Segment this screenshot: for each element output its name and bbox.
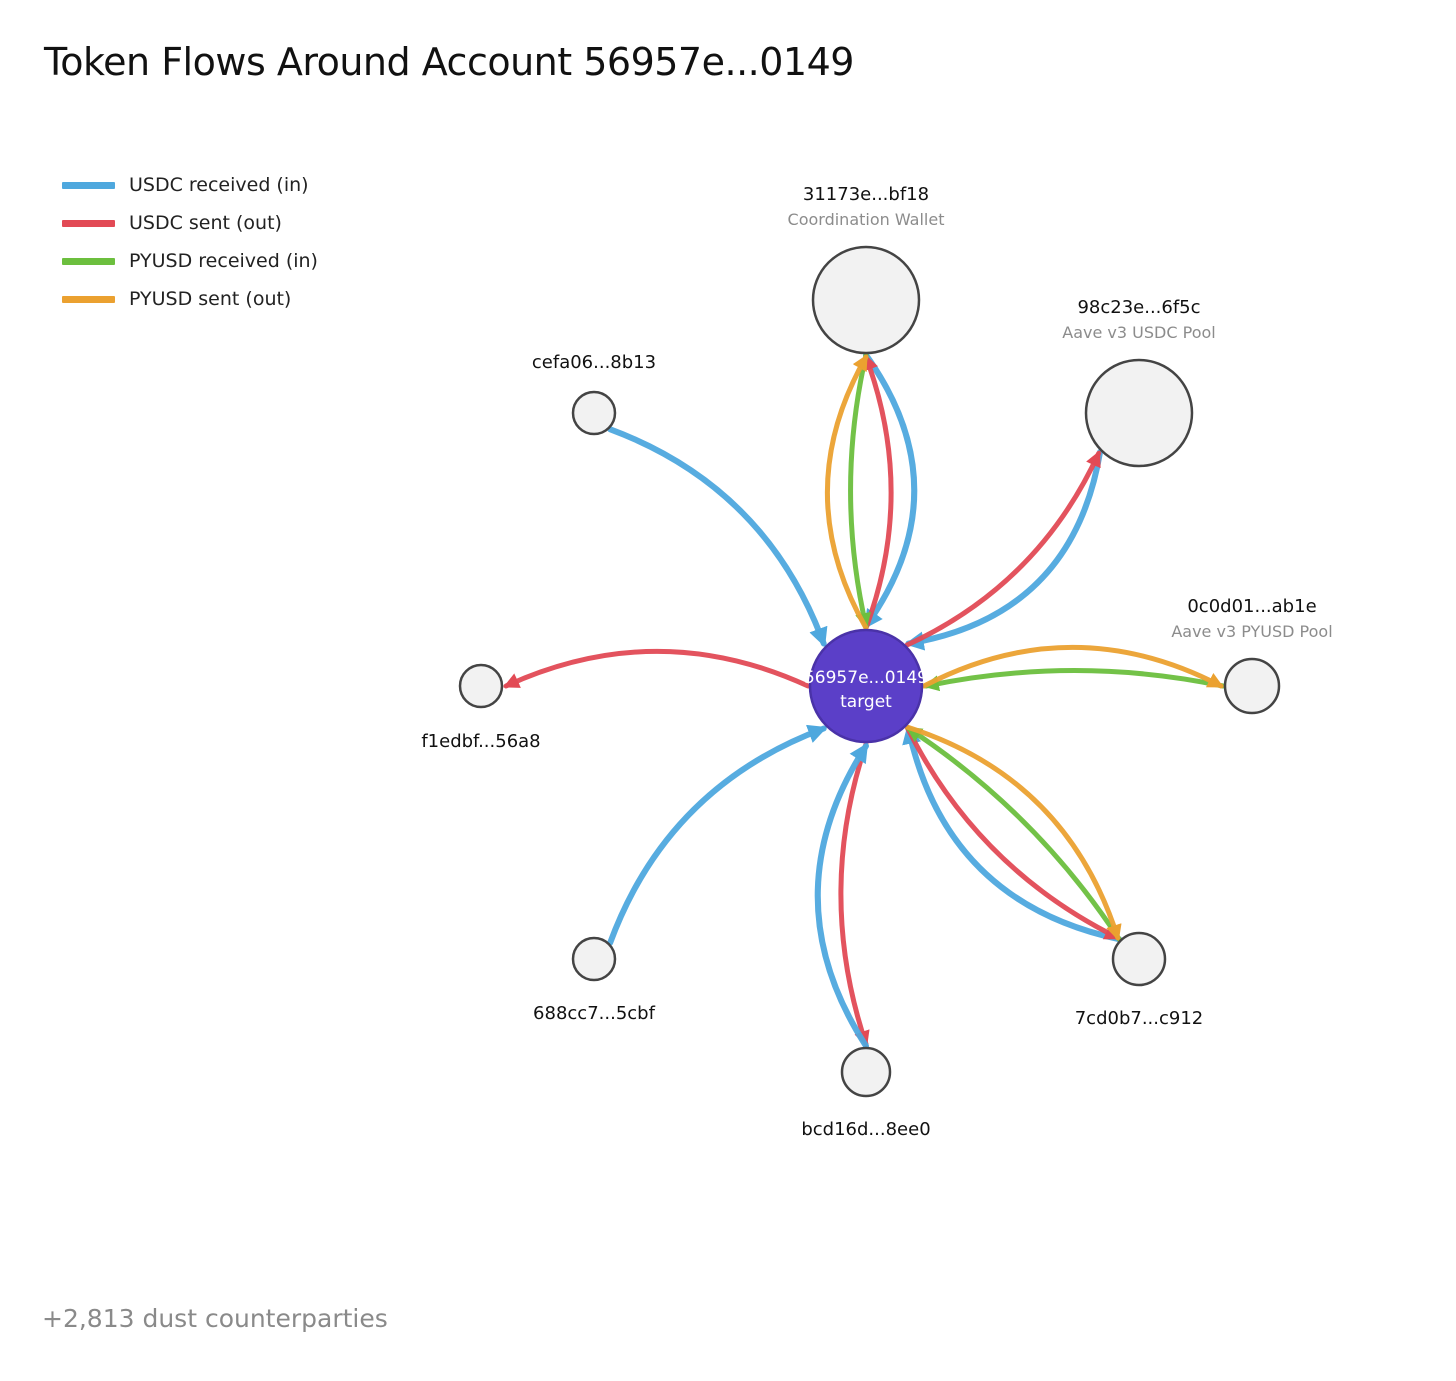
edge-n7cd0b-usdc_in: [902, 724, 1123, 943]
node-label: cefa06...8b13: [532, 352, 656, 373]
legend-item-usdc-in: USDC received (in): [62, 166, 318, 204]
legend-item-usdc-out: USDC sent (out): [62, 204, 318, 242]
edge-nbcd16-usdc_in: [814, 742, 869, 1049]
node-sublabel: Coordination Wallet: [788, 210, 945, 229]
node-label: f1edbf...56a8: [421, 731, 540, 752]
edge-n98c23-usdc_in: [904, 448, 1104, 651]
legend-label: USDC sent (out): [129, 212, 282, 234]
target-circle[interactable]: [808, 628, 924, 744]
legend-item-pyusd-out: PYUSD sent (out): [62, 280, 318, 318]
node-sublabel: Aave v3 PYUSD Pool: [1171, 622, 1332, 641]
counterparty-node-n7cd0b[interactable]: 7cd0b7...c912: [1075, 931, 1204, 1029]
node-label: 7cd0b7...c912: [1075, 1008, 1204, 1029]
legend-swatch-pyusd-out: [62, 295, 115, 303]
counterparty-node-nbcd16[interactable]: bcd16d...8ee0: [801, 1046, 931, 1140]
node-circle[interactable]: [571, 390, 617, 436]
legend-swatch-pyusd-in: [62, 257, 115, 265]
edge-layer: [503, 352, 1226, 1049]
edge-n0c0d0-pyusd_in: [922, 668, 1226, 692]
edge-n7cd0b-pyusd_in: [905, 725, 1122, 942]
node-circle[interactable]: [458, 663, 504, 709]
node-label: 31173e...bf18: [803, 184, 929, 205]
node-sublabel: Aave v3 USDC Pool: [1062, 323, 1215, 342]
edge-n7cd0b-pyusd_out: [904, 724, 1122, 941]
edge-n98c23-usdc_out: [904, 450, 1102, 648]
edge-n7cd0b-usdc_out: [904, 724, 1121, 941]
target-sublabel: target: [840, 692, 892, 712]
node-circle[interactable]: [1223, 657, 1281, 715]
node-label: 98c23e...6f5c: [1077, 297, 1200, 318]
edge-n31173-pyusd_in: [848, 352, 871, 630]
edge-n31173-usdc_out: [862, 353, 894, 631]
node-circle[interactable]: [840, 1046, 892, 1098]
page-title: Token Flows Around Account 56957e...0149: [44, 40, 854, 84]
node-circle[interactable]: [1084, 358, 1194, 468]
legend-item-pyusd-in: PYUSD received (in): [62, 242, 318, 280]
node-label: 688cc7...5cbf: [533, 1003, 656, 1024]
target-label: 56957e...0149: [804, 668, 928, 688]
node-circle[interactable]: [571, 936, 617, 982]
edge-ncefa0-usdc_in: [607, 426, 828, 648]
legend-label: USDC received (in): [129, 174, 309, 196]
edge-n688cc-usdc_in: [607, 724, 828, 946]
edge-nbcd16-usdc_out: [838, 741, 870, 1048]
node-label: bcd16d...8ee0: [801, 1119, 930, 1140]
edge-n0c0d0-pyusd_out: [921, 644, 1224, 689]
node-circle[interactable]: [1111, 931, 1167, 987]
counterparty-node-nf1edb[interactable]: f1edbf...56a8: [421, 663, 541, 752]
edge-n31173-pyusd_out: [824, 354, 869, 631]
legend-swatch-usdc-out: [62, 219, 115, 227]
edge-nf1edb-usdc_out: [503, 648, 811, 689]
edge-n31173-usdc_in: [863, 352, 918, 630]
legend-label: PYUSD sent (out): [129, 288, 292, 310]
counterparty-node-ncefa0[interactable]: cefa06...8b13: [532, 352, 656, 436]
dust-counterparties-note: +2,813 dust counterparties: [42, 1304, 388, 1333]
node-circle[interactable]: [811, 245, 921, 355]
counterparty-node-n688cc[interactable]: 688cc7...5cbf: [533, 936, 656, 1024]
legend-label: PYUSD received (in): [129, 250, 318, 272]
legend-swatch-usdc-in: [62, 181, 115, 189]
legend: USDC received (in) USDC sent (out) PYUSD…: [62, 166, 318, 318]
node-label: 0c0d01...ab1e: [1187, 596, 1316, 617]
target-node[interactable]: 56957e...0149 target: [804, 628, 928, 744]
